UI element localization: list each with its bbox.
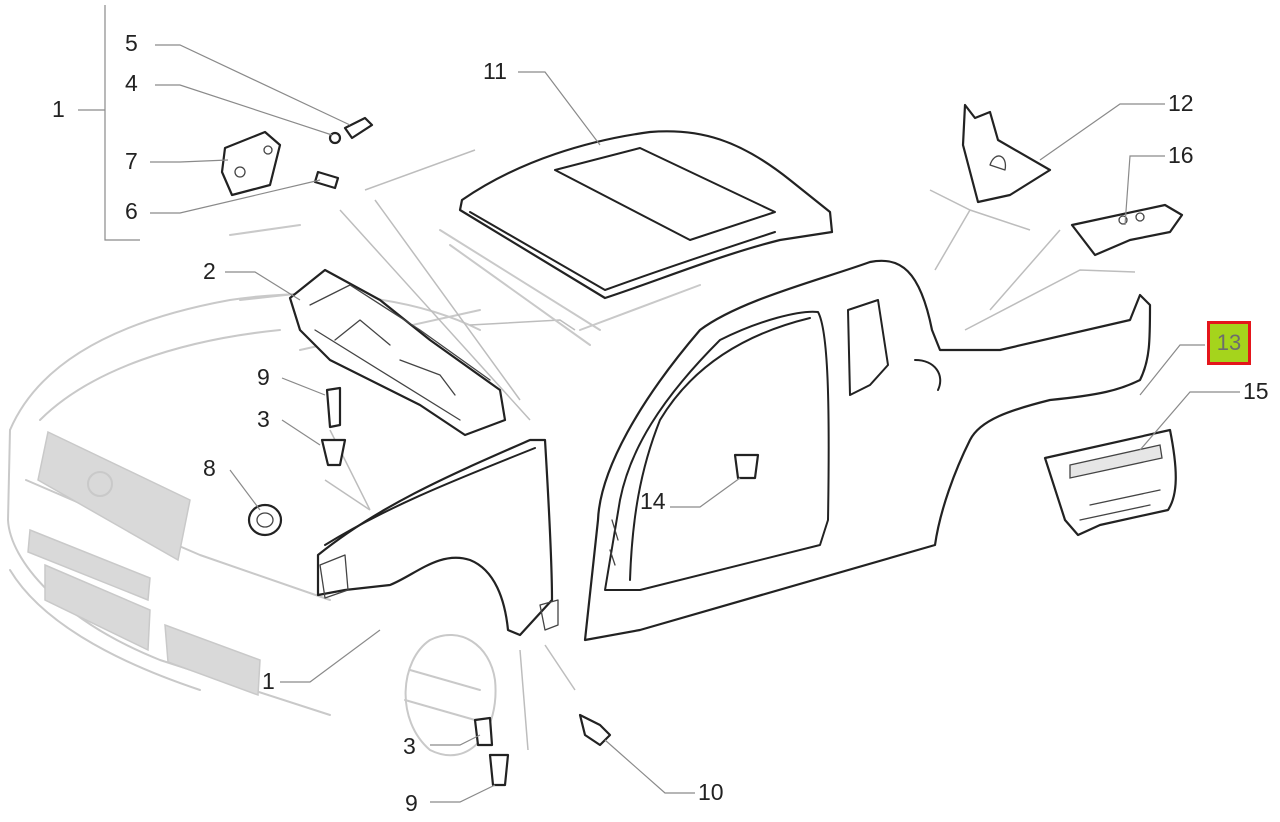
wheel-arch-liner bbox=[1043, 428, 1177, 537]
callout-5: 5 bbox=[125, 30, 138, 56]
callout-1-bottom: 1 bbox=[262, 668, 275, 694]
callout-1-top: 1 bbox=[52, 96, 65, 122]
callout-6: 6 bbox=[125, 198, 138, 224]
bracket-hardware bbox=[220, 116, 374, 197]
callout-9-mid: 9 bbox=[257, 364, 270, 390]
fasteners bbox=[247, 386, 760, 787]
callout-7: 7 bbox=[125, 148, 138, 174]
callout-8: 8 bbox=[203, 455, 216, 481]
callout-3-mid: 3 bbox=[257, 406, 270, 432]
ghost-car-front bbox=[7, 224, 497, 757]
roof-panel bbox=[439, 130, 834, 346]
callout-10: 10 bbox=[698, 779, 724, 805]
callout-3-bottom: 3 bbox=[403, 733, 416, 759]
callout-13-highlighted[interactable]: 13 bbox=[1207, 321, 1251, 365]
callout-16: 16 bbox=[1168, 142, 1194, 168]
front-fender bbox=[316, 438, 559, 637]
leader-lines bbox=[78, 5, 1240, 803]
callout-15: 15 bbox=[1243, 378, 1269, 404]
callout-11: 11 bbox=[483, 58, 507, 84]
cowl-panel bbox=[288, 268, 507, 437]
callout-9-bottom: 9 bbox=[405, 790, 418, 816]
reinforcement-plate bbox=[1070, 203, 1184, 257]
callout-14: 14 bbox=[640, 488, 666, 514]
pillar-bracket bbox=[961, 103, 1052, 204]
callout-4: 4 bbox=[125, 70, 138, 96]
callout-12: 12 bbox=[1168, 90, 1194, 116]
callout-2: 2 bbox=[203, 258, 216, 284]
body-side-panel bbox=[583, 259, 1152, 642]
